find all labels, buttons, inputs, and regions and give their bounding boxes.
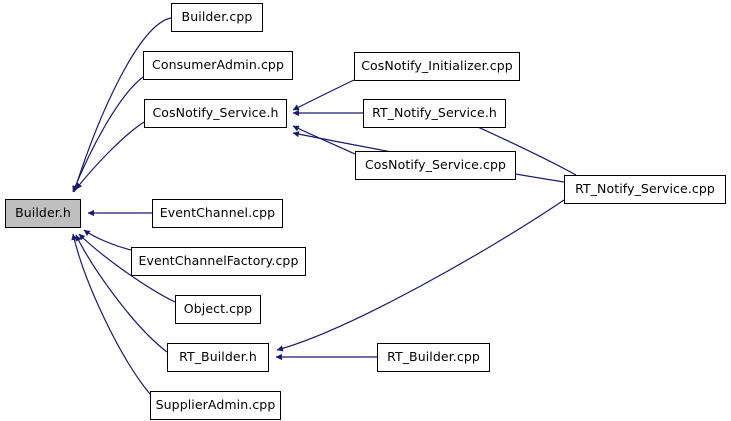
graph-node-cosnotify-service-h[interactable]: CosNotify_Service.h — [144, 99, 287, 128]
graph-node-eventchannelfactory-cpp[interactable]: EventChannelFactory.cpp — [131, 247, 306, 276]
graph-node-rt-builder-h[interactable]: RT_Builder.h — [167, 343, 269, 372]
graph-node-object-cpp[interactable]: Object.cpp — [175, 295, 261, 324]
graph-edge — [75, 121, 145, 190]
graph-node-cosnotify-initializer[interactable]: CosNotify_Initializer.cpp — [354, 52, 520, 81]
graph-node-builder-cpp[interactable]: Builder.cpp — [171, 3, 263, 32]
graph-node-rt-notify-service-cpp[interactable]: RT_Notify_Service.cpp — [564, 175, 726, 204]
graph-edge — [75, 234, 168, 353]
graph-node-rt-builder-cpp[interactable]: RT_Builder.cpp — [377, 343, 490, 372]
graph-edge — [292, 79, 355, 111]
graph-edge — [72, 76, 144, 193]
graph-node-supplieradmin-cpp[interactable]: SupplierAdmin.cpp — [150, 391, 281, 420]
graph-edge — [71, 233, 151, 395]
graph-edge — [78, 233, 176, 303]
graph-node-cosnotify-service-cpp[interactable]: CosNotify_Service.cpp — [355, 151, 516, 180]
graph-edge — [72, 17, 172, 193]
graph-node-consumeradmin-cpp[interactable]: ConsumerAdmin.cpp — [143, 51, 293, 80]
graph-edge — [292, 125, 356, 155]
graph-edge — [276, 199, 565, 352]
graph-edge — [83, 229, 132, 251]
graph-node-builder-h[interactable]: Builder.h — [5, 199, 81, 228]
graph-node-rt-notify-service-h[interactable]: RT_Notify_Service.h — [363, 99, 506, 128]
graph-node-eventchannel-cpp[interactable]: EventChannel.cpp — [152, 199, 283, 228]
